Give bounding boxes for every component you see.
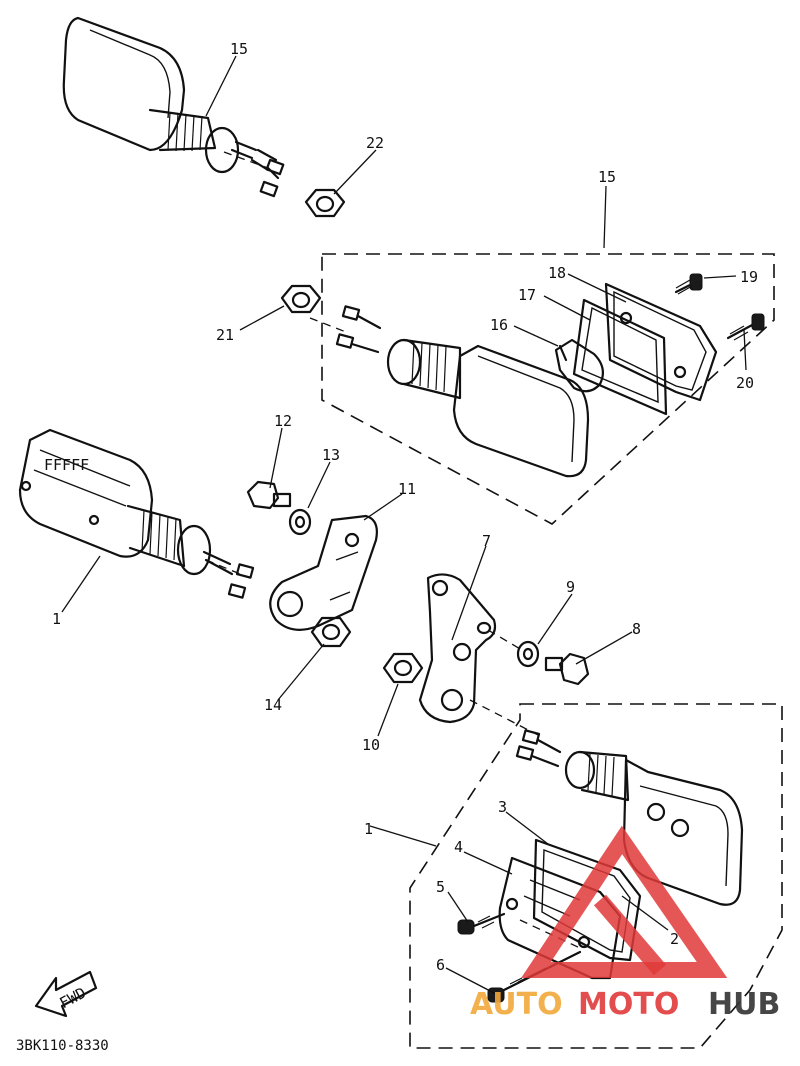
turn-signal-top-left bbox=[62, 16, 285, 198]
assembly-box-1 bbox=[409, 703, 783, 1049]
assembly-box-15 bbox=[321, 253, 775, 525]
part-label-14: 14 bbox=[264, 696, 282, 714]
flange-nut-14 bbox=[310, 616, 352, 648]
part-label-8: 8 bbox=[632, 620, 641, 638]
part-label-22: 22 bbox=[366, 134, 384, 152]
part-label-7: 7 bbox=[482, 532, 491, 550]
part-label-12: 12 bbox=[274, 412, 292, 430]
watermark-moto: MOTO bbox=[578, 987, 679, 1022]
bracket-11 bbox=[269, 514, 378, 631]
part-label-20: 20 bbox=[736, 374, 754, 392]
part-label-13: 13 bbox=[322, 446, 340, 464]
part-label-5: 5 bbox=[436, 878, 445, 896]
turn-signal-left: FFFFF bbox=[18, 428, 255, 599]
watermark-auto: AUTO bbox=[470, 987, 563, 1022]
part-label-1-right: 1 bbox=[364, 820, 373, 838]
part-label-21: 21 bbox=[216, 326, 234, 344]
screw-5 bbox=[457, 912, 506, 935]
gasket-17 bbox=[572, 298, 668, 416]
part-labels: 15 22 15 18 19 17 16 20 21 12 13 11 1 14… bbox=[52, 40, 758, 974]
washer-13 bbox=[288, 508, 312, 536]
lens-4 bbox=[498, 856, 622, 980]
bracket-7 bbox=[418, 573, 497, 724]
part-label-2: 2 bbox=[670, 930, 679, 948]
leader-lines bbox=[61, 55, 747, 995]
turn-signal-right-lower bbox=[515, 729, 744, 906]
part-label-17: 17 bbox=[518, 286, 536, 304]
turn-signal-right bbox=[335, 305, 590, 478]
part-label-1-left: 1 bbox=[52, 610, 61, 628]
flange-nut-22 bbox=[304, 188, 346, 218]
bolt-12 bbox=[246, 480, 292, 510]
gasket-3 bbox=[532, 838, 642, 962]
watermark-triangle-stroke bbox=[593, 894, 667, 976]
part-label-19: 19 bbox=[740, 268, 758, 286]
bulb-16 bbox=[554, 338, 605, 393]
drawing-code: 3BK110-8330 bbox=[16, 1038, 109, 1054]
part-label-15-right: 15 bbox=[598, 168, 616, 186]
watermark-hub: HUB bbox=[708, 987, 780, 1022]
part-label-16: 16 bbox=[490, 316, 508, 334]
assembly-centerlines bbox=[205, 151, 581, 949]
part-label-9: 9 bbox=[566, 578, 575, 596]
bolt-8 bbox=[544, 652, 590, 686]
flange-nut-10 bbox=[382, 652, 424, 684]
watermark: AUTO MOTO HUB bbox=[470, 825, 780, 1022]
part-label-18: 18 bbox=[548, 264, 566, 282]
part-label-6: 6 bbox=[436, 956, 445, 974]
lens-18 bbox=[604, 282, 718, 402]
part-label-11: 11 bbox=[398, 480, 416, 498]
part-label-15-top: 15 bbox=[230, 40, 248, 58]
part-label-4: 4 bbox=[454, 838, 463, 856]
screw-19 bbox=[674, 273, 703, 295]
watermark-triangle bbox=[521, 825, 728, 978]
part-label-10: 10 bbox=[362, 736, 380, 754]
washer-9 bbox=[516, 640, 540, 668]
fwd-arrow: FWD bbox=[34, 970, 98, 1018]
screw-6 bbox=[487, 950, 582, 1003]
screw-20 bbox=[726, 313, 765, 341]
part-label-3: 3 bbox=[498, 798, 507, 816]
flange-nut-21 bbox=[280, 284, 322, 314]
svg-text:FFFFF: FFFFF bbox=[44, 456, 89, 474]
